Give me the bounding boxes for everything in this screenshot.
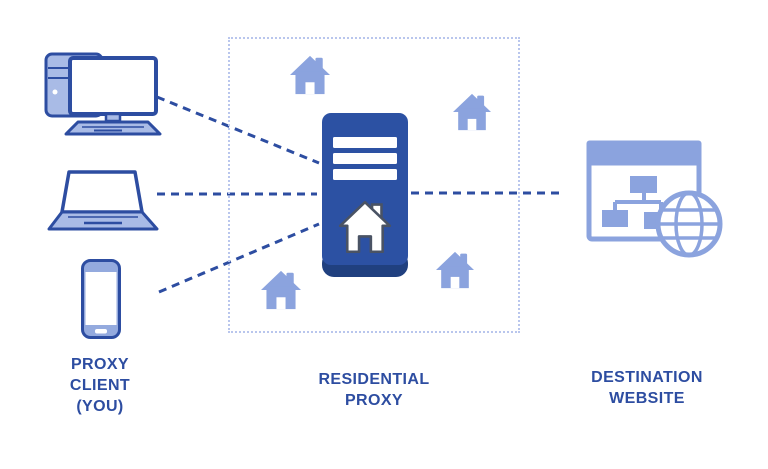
house-icon-top-right (453, 93, 491, 131)
label-line: CLIENT (69, 377, 131, 394)
server-slot-lines (333, 137, 397, 180)
smartphone-icon (81, 259, 121, 339)
house-icon-top-left (290, 55, 330, 95)
label-line: PROXY (70, 356, 129, 373)
browser-titlebar (586, 140, 702, 166)
proxy-client-label: PROXY CLIENT (YOU) (40, 354, 160, 417)
server-house-icon (338, 200, 392, 254)
destination-website-label: DESTINATION WEBSITE (572, 367, 722, 409)
residential-proxy-label: RESIDENTIAL PROXY (289, 369, 459, 411)
server-body (322, 113, 408, 265)
smartphone-to-proxy-line (158, 222, 320, 294)
website-globe-icon (586, 140, 723, 258)
label-line: DESTINATION (591, 369, 703, 386)
house-icon-bottom-right (436, 251, 474, 289)
desktop-computer-icon (44, 52, 162, 136)
label-line: (YOU) (76, 398, 124, 415)
label-line: PROXY (344, 392, 403, 409)
laptop-icon (47, 170, 159, 231)
house-icon-bottom-left (261, 270, 301, 310)
label-line: RESIDENTIAL (318, 371, 430, 388)
residential-proxy-zone (228, 37, 520, 333)
globe-icon (655, 190, 723, 258)
label-line: WEBSITE (609, 390, 685, 407)
proxy-server-icon (322, 113, 408, 277)
desktop-to-proxy-line (156, 95, 320, 165)
